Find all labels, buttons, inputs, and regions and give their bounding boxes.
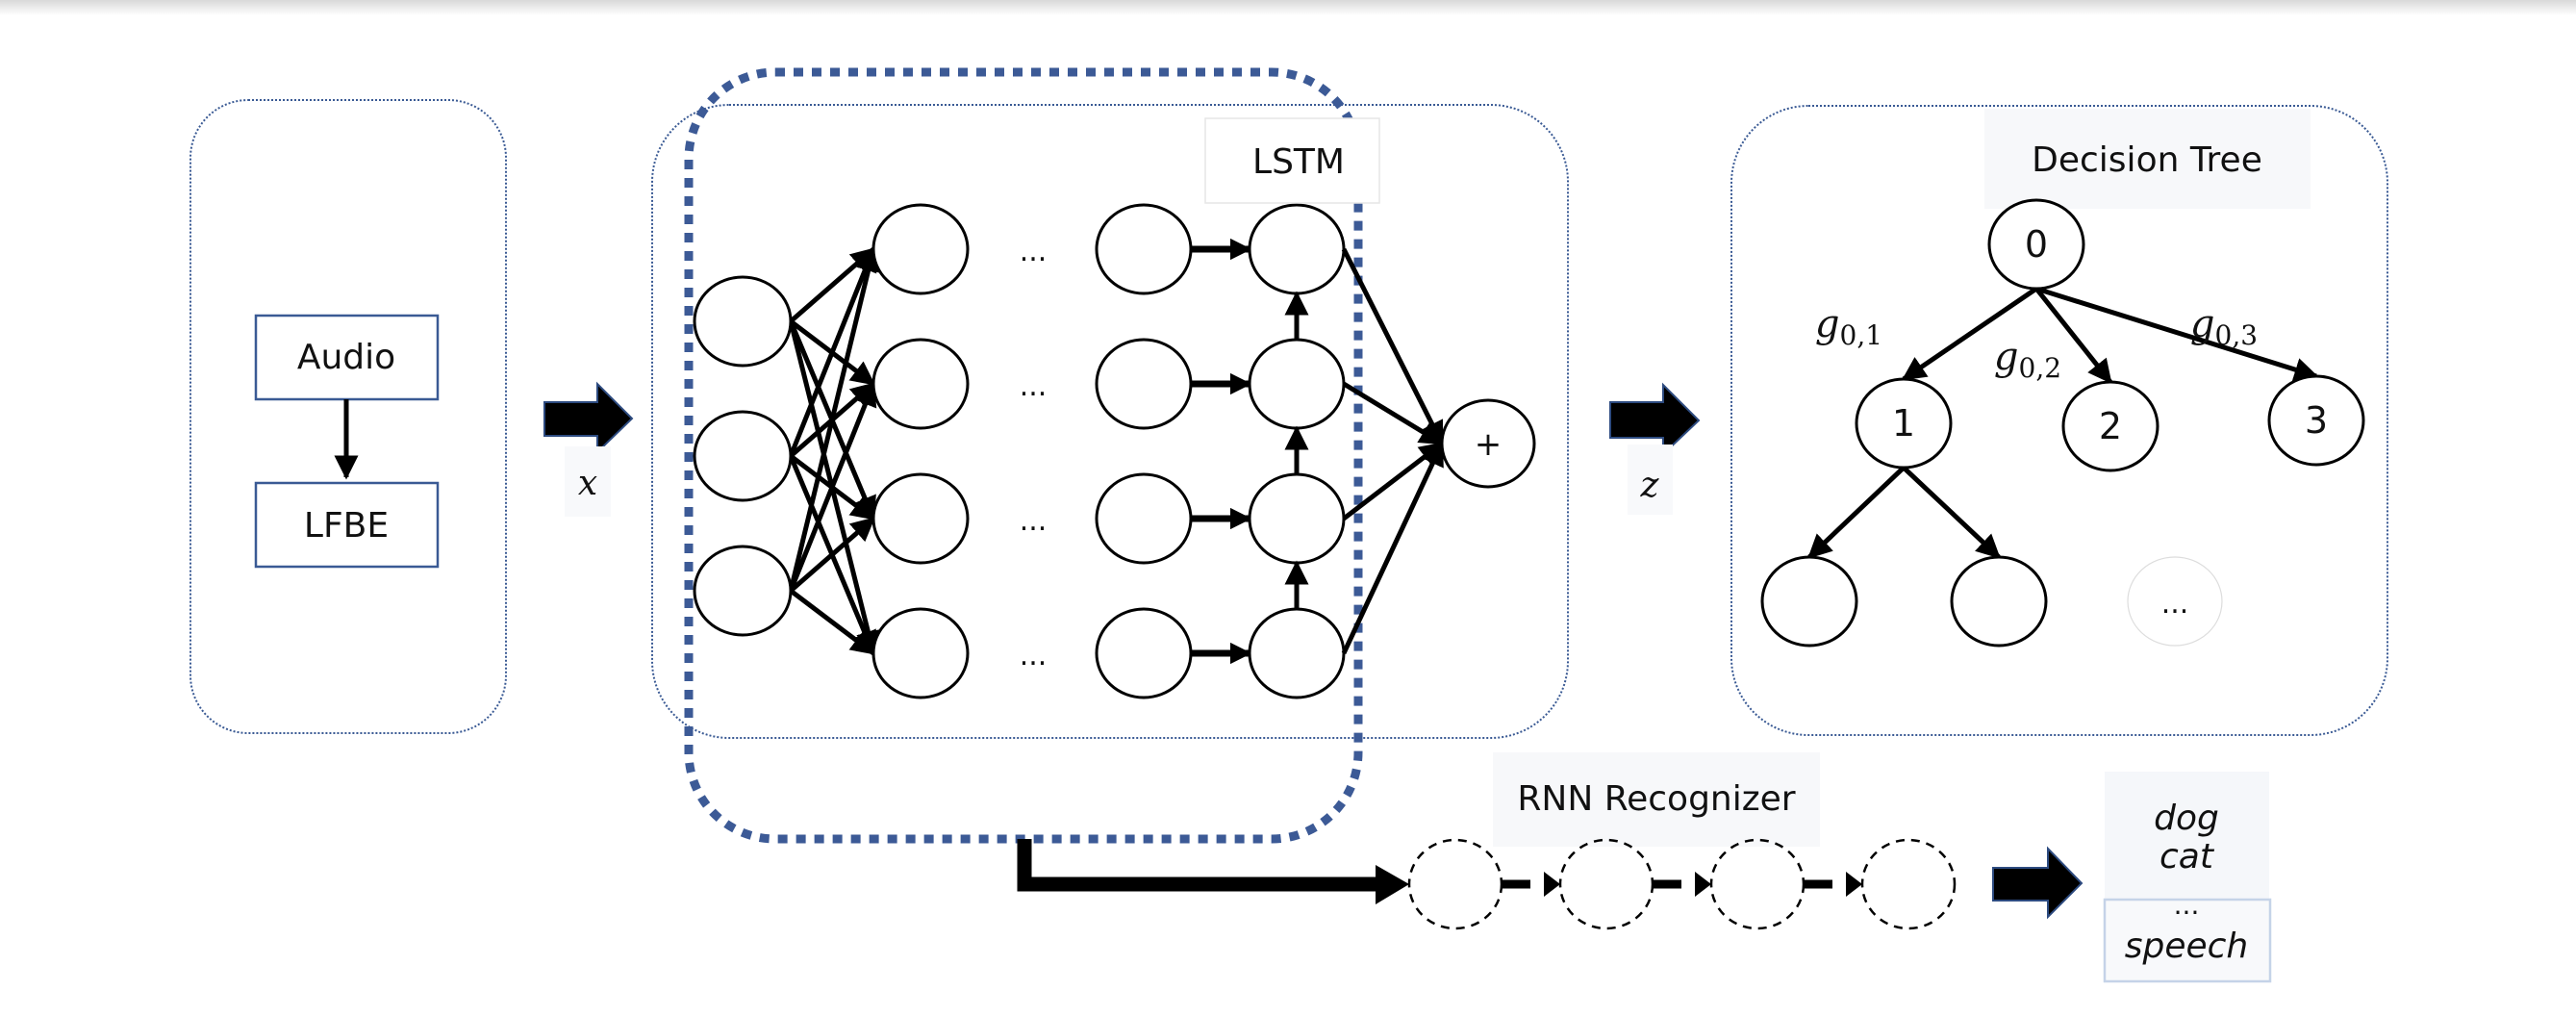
hidden-layer1-node-4 <box>871 607 970 699</box>
x-block-arrow <box>543 381 634 455</box>
tree-edge-0-2 <box>2034 287 2112 384</box>
lstm-panel <box>651 104 1569 739</box>
output-words-bg <box>2105 772 2269 900</box>
output-word-speech: speech <box>2125 927 2249 966</box>
x-label-bg <box>565 446 611 517</box>
decision-tree-panel <box>1730 105 2388 736</box>
input-node-3 <box>693 545 793 637</box>
layer-ellipsis-4: ... <box>1020 639 1048 673</box>
output-ellipsis: ... <box>2174 889 2200 921</box>
layer-ellipsis-2: ... <box>1020 369 1048 403</box>
tree-leaf-node-b <box>1950 555 2048 648</box>
z-label-bg <box>1628 444 1673 515</box>
x-label: x <box>578 464 597 503</box>
tree-node-1 <box>1855 377 1953 470</box>
input-node-1 <box>693 275 793 368</box>
rnn-link-arrowhead-1 <box>1544 872 1560 897</box>
output-last-box <box>2103 898 2272 983</box>
encoder-to-rnn-arrowhead <box>1376 865 1409 904</box>
tree-node-2 <box>2061 380 2159 472</box>
input-3-to-hidden-1-edge <box>788 246 880 592</box>
rnn-cell-4 <box>1860 838 1957 930</box>
rnn-cell-3 <box>1709 838 1806 930</box>
tree-node-label-3: 3 <box>2305 399 2328 442</box>
tree-more-ellipsis: ... <box>2161 587 2189 621</box>
tree-node-label-2: 2 <box>2099 405 2122 447</box>
rnn-title-bg <box>1493 752 1820 847</box>
z-label: z <box>1640 466 1660 505</box>
hidden-layer-n-node-1 <box>1095 203 1193 295</box>
decision-tree-title: Decision Tree <box>2032 140 2262 180</box>
tree-node-3 <box>2267 374 2365 467</box>
z-block-arrow <box>1609 382 1701 457</box>
lstm-cell-4 <box>1248 607 1346 699</box>
hidden-layer-n-node-4 <box>1095 607 1193 699</box>
preprocessing-panel <box>189 99 507 734</box>
hidden-layer-n-node-2 <box>1095 338 1193 430</box>
rnn-title: RNN Recognizer <box>1517 779 1795 819</box>
edge-label-g-0-2: g0,2 <box>1994 335 2061 384</box>
input-3-to-hidden-3-edge <box>789 517 875 593</box>
encoder-to-rnn-connector <box>1017 839 1385 892</box>
input-2-to-hidden-1-edge <box>788 246 877 457</box>
lstm-title: LSTM <box>1252 142 1345 182</box>
output-block-arrow <box>1992 846 2084 920</box>
hidden-layer1-node-3 <box>871 472 970 565</box>
output-word-dog: dog <box>2154 799 2219 838</box>
lstm-to-sum-edge-1 <box>1341 247 1445 446</box>
input-3-to-hidden-4-edge <box>789 589 875 655</box>
hidden-layer-n-node-3 <box>1095 472 1193 565</box>
rnn-link-arrowhead-3 <box>1846 872 1862 897</box>
tree-more-nodes <box>2127 556 2223 647</box>
rnn-cell-1 <box>1407 838 1503 930</box>
rnn-cell-2 <box>1558 838 1654 930</box>
lstm-to-sum-edge-4 <box>1341 441 1445 655</box>
lstm-cell-3 <box>1248 472 1346 565</box>
decision-tree-title-bg <box>1984 109 2311 209</box>
tree-node-label-1: 1 <box>1892 402 1915 444</box>
decision-tree: 0 1 2 3... g0,1 g0,2 g0,3 <box>1760 198 2365 648</box>
audio-label: Audio <box>297 338 395 377</box>
hidden-layer1-node-2 <box>871 338 970 430</box>
tree-node-label-0: 0 <box>2025 223 2048 266</box>
top-shadow <box>0 0 2576 15</box>
rnn-chain <box>1407 838 1957 930</box>
lstm-cell-2 <box>1248 338 1346 430</box>
sum-node <box>1440 398 1536 489</box>
output-word-cat: cat <box>2159 837 2215 876</box>
edge-label-g-0-1: g0,1 <box>1815 302 1882 351</box>
tree-edge-0-1 <box>1901 286 2038 382</box>
tree-edge-0-3 <box>2035 286 2319 382</box>
lstm-to-sum-edge-2 <box>1342 381 1445 446</box>
lfbe-box <box>254 481 440 569</box>
rnn-link-arrowhead-2 <box>1695 872 1711 897</box>
input-node-2 <box>693 410 793 502</box>
hidden-layer1-node-1 <box>871 203 970 295</box>
tree-node-0 <box>1987 198 2085 291</box>
lfbe-label: LFBE <box>304 506 389 546</box>
lstm-title-bg <box>1204 117 1380 204</box>
input-3-to-hidden-2-edge <box>788 381 877 592</box>
tree-leaf-node-a <box>1760 555 1858 648</box>
lstm-network: ............ + <box>693 203 1536 699</box>
layer-ellipsis-3: ... <box>1020 504 1048 538</box>
audio-box <box>254 314 440 401</box>
tree-edge-1-leaf-b <box>1902 466 2001 559</box>
lstm-cell-1 <box>1248 203 1346 295</box>
tree-edge-1-leaf-a <box>1807 466 1906 559</box>
edge-label-g-0-3: g0,3 <box>2190 302 2258 351</box>
sum-label: + <box>1475 425 1503 464</box>
layer-ellipsis-1: ... <box>1020 235 1048 268</box>
